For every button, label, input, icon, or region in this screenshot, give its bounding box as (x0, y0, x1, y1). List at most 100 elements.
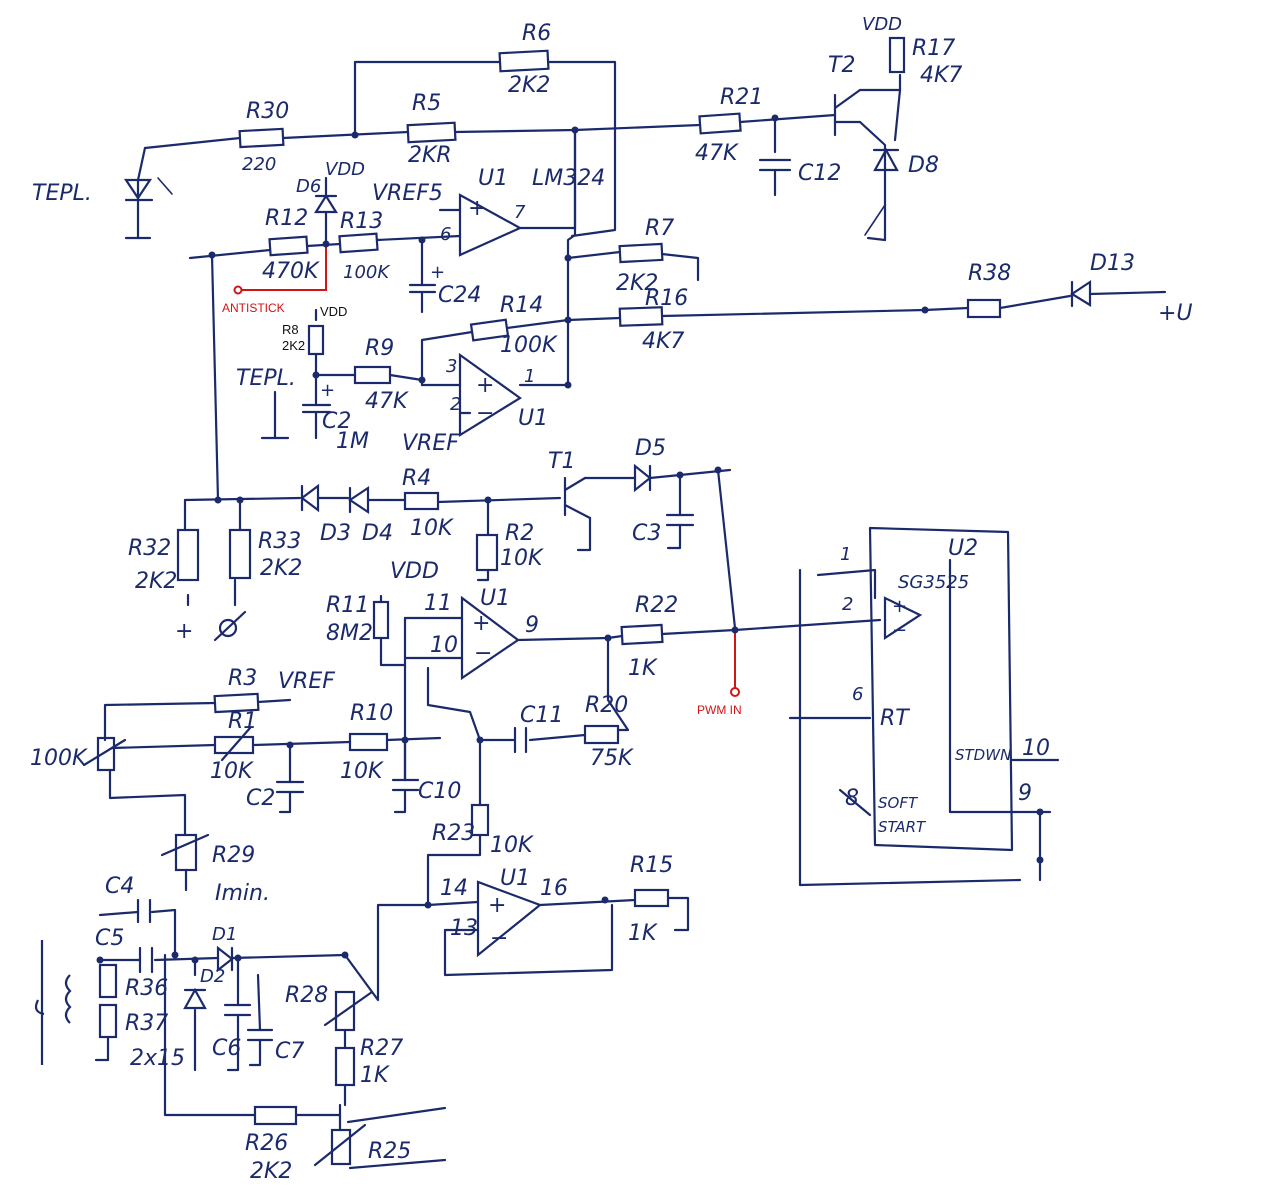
resistor-r37: R37 2x15 (94, 1003, 185, 1071)
vdd-mid-label: VDD (390, 559, 439, 584)
r22-value: 1K (628, 656, 658, 681)
tepl-sensor-mid: TEPL. (236, 366, 296, 440)
transistor-t2: T2 (828, 53, 862, 137)
r22-ref: R22 (635, 593, 678, 618)
u2-part: SG3525 (898, 572, 969, 593)
r5-ref: R5 (412, 91, 441, 116)
capacitor-c4: C4 (105, 874, 152, 924)
opamp-u1-bottom: + − 14 13 16 U1 (426, 866, 637, 977)
resistor-r26: R26 2K2 (245, 1105, 298, 1184)
opamp-u1-low: + − 11 10 9 U1 VDD (390, 559, 610, 782)
r26-value: 2K2 (250, 1159, 292, 1184)
r29-note: Imin. (215, 881, 270, 906)
c24-plus: + (430, 262, 445, 283)
r21-value: 47K (695, 141, 739, 166)
capacitor-c7: C7 (246, 1028, 304, 1067)
r9-value: 47K (365, 389, 409, 414)
tepl-sensor-top: TEPL. (32, 146, 173, 240)
r4-value: 10K (410, 516, 454, 541)
d2-ref: D2 (200, 966, 225, 987)
r7-value: 2K2 (616, 271, 658, 296)
tepl-top-label: TEPL. (32, 181, 92, 206)
r17-ref: R17 (912, 36, 955, 61)
u1-bot-minus: − (490, 926, 508, 951)
r37-ref: R37 (125, 1011, 168, 1036)
d6-vdd: VDD (325, 159, 365, 180)
resistor-r16: R16 4K7 (566, 286, 927, 354)
c2a-value: 1M (336, 429, 369, 454)
resistor-r10: R10 10K (340, 701, 393, 784)
r3-vref: VREF (278, 669, 335, 694)
resistor-r38: R38 (923, 261, 1072, 319)
r20-ref: R20 (585, 693, 628, 718)
r38-ref: R38 (968, 261, 1011, 286)
left-rail (210, 253, 220, 502)
pwm-in-marker: PWM IN (697, 630, 742, 717)
r29-ref: R29 (212, 843, 255, 868)
resistor-r13: R13 100K (338, 209, 390, 283)
r6-value: 2K2 (508, 73, 550, 98)
u1-low-plus: + (472, 611, 490, 636)
resistor-r29: R29 Imin. (160, 833, 270, 906)
capacitor-c2: C2 (246, 780, 305, 814)
r16-ref: R16 (645, 286, 688, 311)
u1-top-part: LM324 (532, 166, 605, 191)
r11-ref: R11 (326, 593, 369, 618)
r10-value: 10K (340, 759, 384, 784)
r30-ref: R30 (246, 99, 289, 124)
d13-ref: D13 (1090, 251, 1135, 276)
resistor-r15: R15 1K (628, 853, 690, 946)
r27-ref: R27 (360, 1036, 403, 1061)
r9-ref: R9 (365, 336, 394, 361)
resistor-r17: VDD R17 4K7 (862, 14, 962, 88)
d5-ref: D5 (635, 436, 666, 461)
r15-ref: R15 (630, 853, 673, 878)
wires-bottom (98, 903, 430, 1117)
resistor-r12: R12 470K (262, 206, 320, 284)
r3-ref: R3 (228, 666, 257, 691)
diode-d6: D6 VDD (296, 159, 365, 246)
diode-d2: D2 (183, 966, 225, 1010)
r5-value: 2KR (408, 143, 452, 168)
r13-value: 100K (343, 262, 390, 283)
capacitor-c5: C5 (95, 926, 154, 974)
diode-d1: D1 (212, 924, 237, 973)
resistor-r7: R7 2K2 (566, 216, 700, 296)
c11-ref: C11 (520, 703, 563, 728)
u2-pin2: 2 (842, 594, 853, 615)
r12-ref: R12 (265, 206, 308, 231)
u1-bot-pin13: 13 (450, 916, 478, 941)
u1-bot-plus: + (488, 893, 506, 918)
resistor-r2: R2 10K (475, 521, 544, 582)
c7-ref: C7 (275, 1039, 304, 1064)
c6-ref: C6 (212, 1036, 241, 1061)
resistor-r36: R36 (98, 963, 168, 1001)
resistor-r14: R14 100K (469, 293, 558, 358)
resistor-r33: R33 2K2 (228, 528, 302, 581)
u2-rt: RT (880, 706, 910, 731)
capacitor-c3: C3 (632, 513, 695, 550)
d8-ref: D8 (908, 153, 939, 178)
transformer-coil (34, 940, 72, 1065)
r8-ref: R8 (282, 322, 299, 337)
r20-value: 75K (590, 746, 634, 771)
r36-ref: R36 (125, 976, 168, 1001)
c2a-plus: + (320, 380, 335, 401)
u1-mid-pin3: 3 (446, 356, 457, 377)
u1-bot-pin16: 16 (540, 876, 568, 901)
c4-ref: C4 (105, 874, 134, 899)
t2-ref: T2 (828, 53, 855, 78)
capacitor-c6: C6 (212, 1003, 252, 1072)
r28-ref: R28 (285, 983, 328, 1008)
resistor-r23: R23 10K (426, 803, 534, 907)
d1-ref: D1 (212, 924, 237, 945)
resistor-r5: R5 2KR (406, 91, 457, 168)
u1-mid-vref: VREF (402, 431, 459, 456)
r37-value: 2x15 (130, 1046, 185, 1071)
capacitor-c11: C11 (513, 703, 563, 754)
c12-ref: C12 (798, 161, 841, 186)
r25-ref: R25 (368, 1139, 411, 1164)
u1-mid-plus: + (476, 373, 494, 398)
ic-u2: 1 2 + − U2 SG3525 6 RT 8 SOFT START STDW… (733, 526, 1060, 887)
